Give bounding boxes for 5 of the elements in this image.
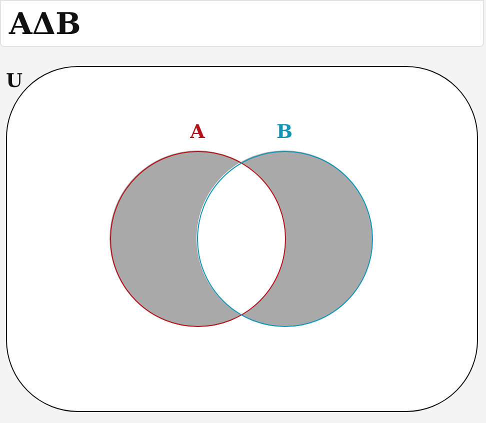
set-label: B — [276, 120, 293, 142]
title: AΔB — [9, 7, 81, 42]
set-label: U — [6, 70, 23, 92]
universal-set-box — [6, 66, 478, 412]
set-label: A — [190, 120, 205, 142]
